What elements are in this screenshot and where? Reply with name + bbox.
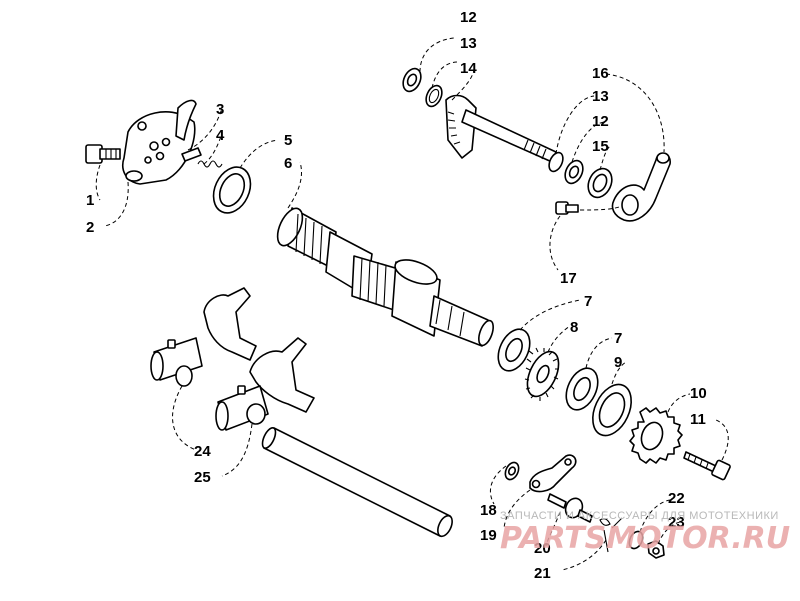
part-shift-lever-16 [611, 152, 671, 222]
callout-8: 8 [570, 319, 578, 336]
callout-12b: 12 [592, 113, 609, 130]
part-washer-7a [497, 328, 531, 372]
part-stopper-plate-19 [529, 454, 577, 493]
watermark-logo: PARTSMOTOR.RU [500, 521, 790, 556]
callout-13b: 13 [592, 88, 609, 105]
callout-7a: 7 [584, 293, 592, 310]
leader-lines [95, 37, 729, 571]
callout-3: 3 [216, 101, 224, 118]
part-pin-3 [181, 147, 202, 162]
part-washer-18 [504, 461, 520, 481]
callout-24: 24 [194, 443, 211, 460]
part-ring-13b [548, 151, 564, 173]
part-shift-fork-24 [150, 287, 257, 387]
callout-6: 6 [284, 155, 292, 172]
part-washer-12b [564, 159, 584, 185]
callout-12a: 12 [460, 9, 477, 26]
part-shift-fork-25 [215, 337, 315, 431]
callout-7b: 7 [614, 330, 622, 347]
callout-5: 5 [284, 132, 292, 149]
part-ring-13a [425, 84, 443, 108]
part-spring-21 [599, 517, 623, 553]
callout-15: 15 [592, 138, 609, 155]
callout-2: 2 [86, 219, 94, 236]
callout-14: 14 [460, 60, 477, 77]
part-nut-23 [647, 540, 665, 559]
part-spring-4 [197, 160, 223, 168]
callout-4: 4 [216, 127, 225, 144]
callout-22: 22 [668, 490, 685, 507]
watermark-tagline: ЗАПЧАСТИ И АКСЕССУАРЫ ДЛЯ МОТОТЕХНИКИ [500, 510, 779, 522]
part-shift-drum-6 [276, 207, 494, 347]
callout-9: 9 [614, 354, 622, 371]
part-gear-10 [629, 407, 683, 464]
part-washer-5 [212, 166, 252, 214]
part-fork-shaft [261, 427, 453, 538]
part-bolt-1 [85, 144, 121, 164]
callout-25: 25 [194, 469, 211, 486]
callout-20: 20 [534, 540, 551, 557]
part-seal-15 [587, 167, 613, 199]
part-star-wheel-8 [524, 347, 560, 401]
part-washer-7b [565, 367, 599, 411]
part-bolt-11 [683, 451, 731, 481]
callout-19: 19 [480, 527, 497, 544]
callout-10: 10 [690, 385, 707, 402]
watermark: ЗАПЧАСТИ И АКСЕССУАРЫ ДЛЯ МОТОТЕХНИКИ PA… [500, 510, 790, 556]
callout-17: 17 [560, 270, 577, 287]
part-washer-9 [592, 383, 632, 437]
callout-21: 21 [534, 565, 551, 582]
part-shift-shaft-14 [445, 94, 557, 163]
part-pin-20 [547, 493, 593, 523]
part-washer-12a [402, 67, 422, 93]
callout-1: 1 [86, 192, 94, 209]
part-bolt-17 [555, 201, 579, 215]
callout-16: 16 [592, 65, 609, 82]
callouts: 1 2 3 4 5 6 7 8 7 9 10 11 12 13 14 16 13… [86, 9, 707, 582]
callout-13a: 13 [460, 35, 477, 52]
callout-11: 11 [690, 411, 706, 428]
part-housing-2 [122, 99, 197, 185]
callout-18: 18 [480, 502, 497, 519]
callout-23: 23 [668, 514, 685, 531]
